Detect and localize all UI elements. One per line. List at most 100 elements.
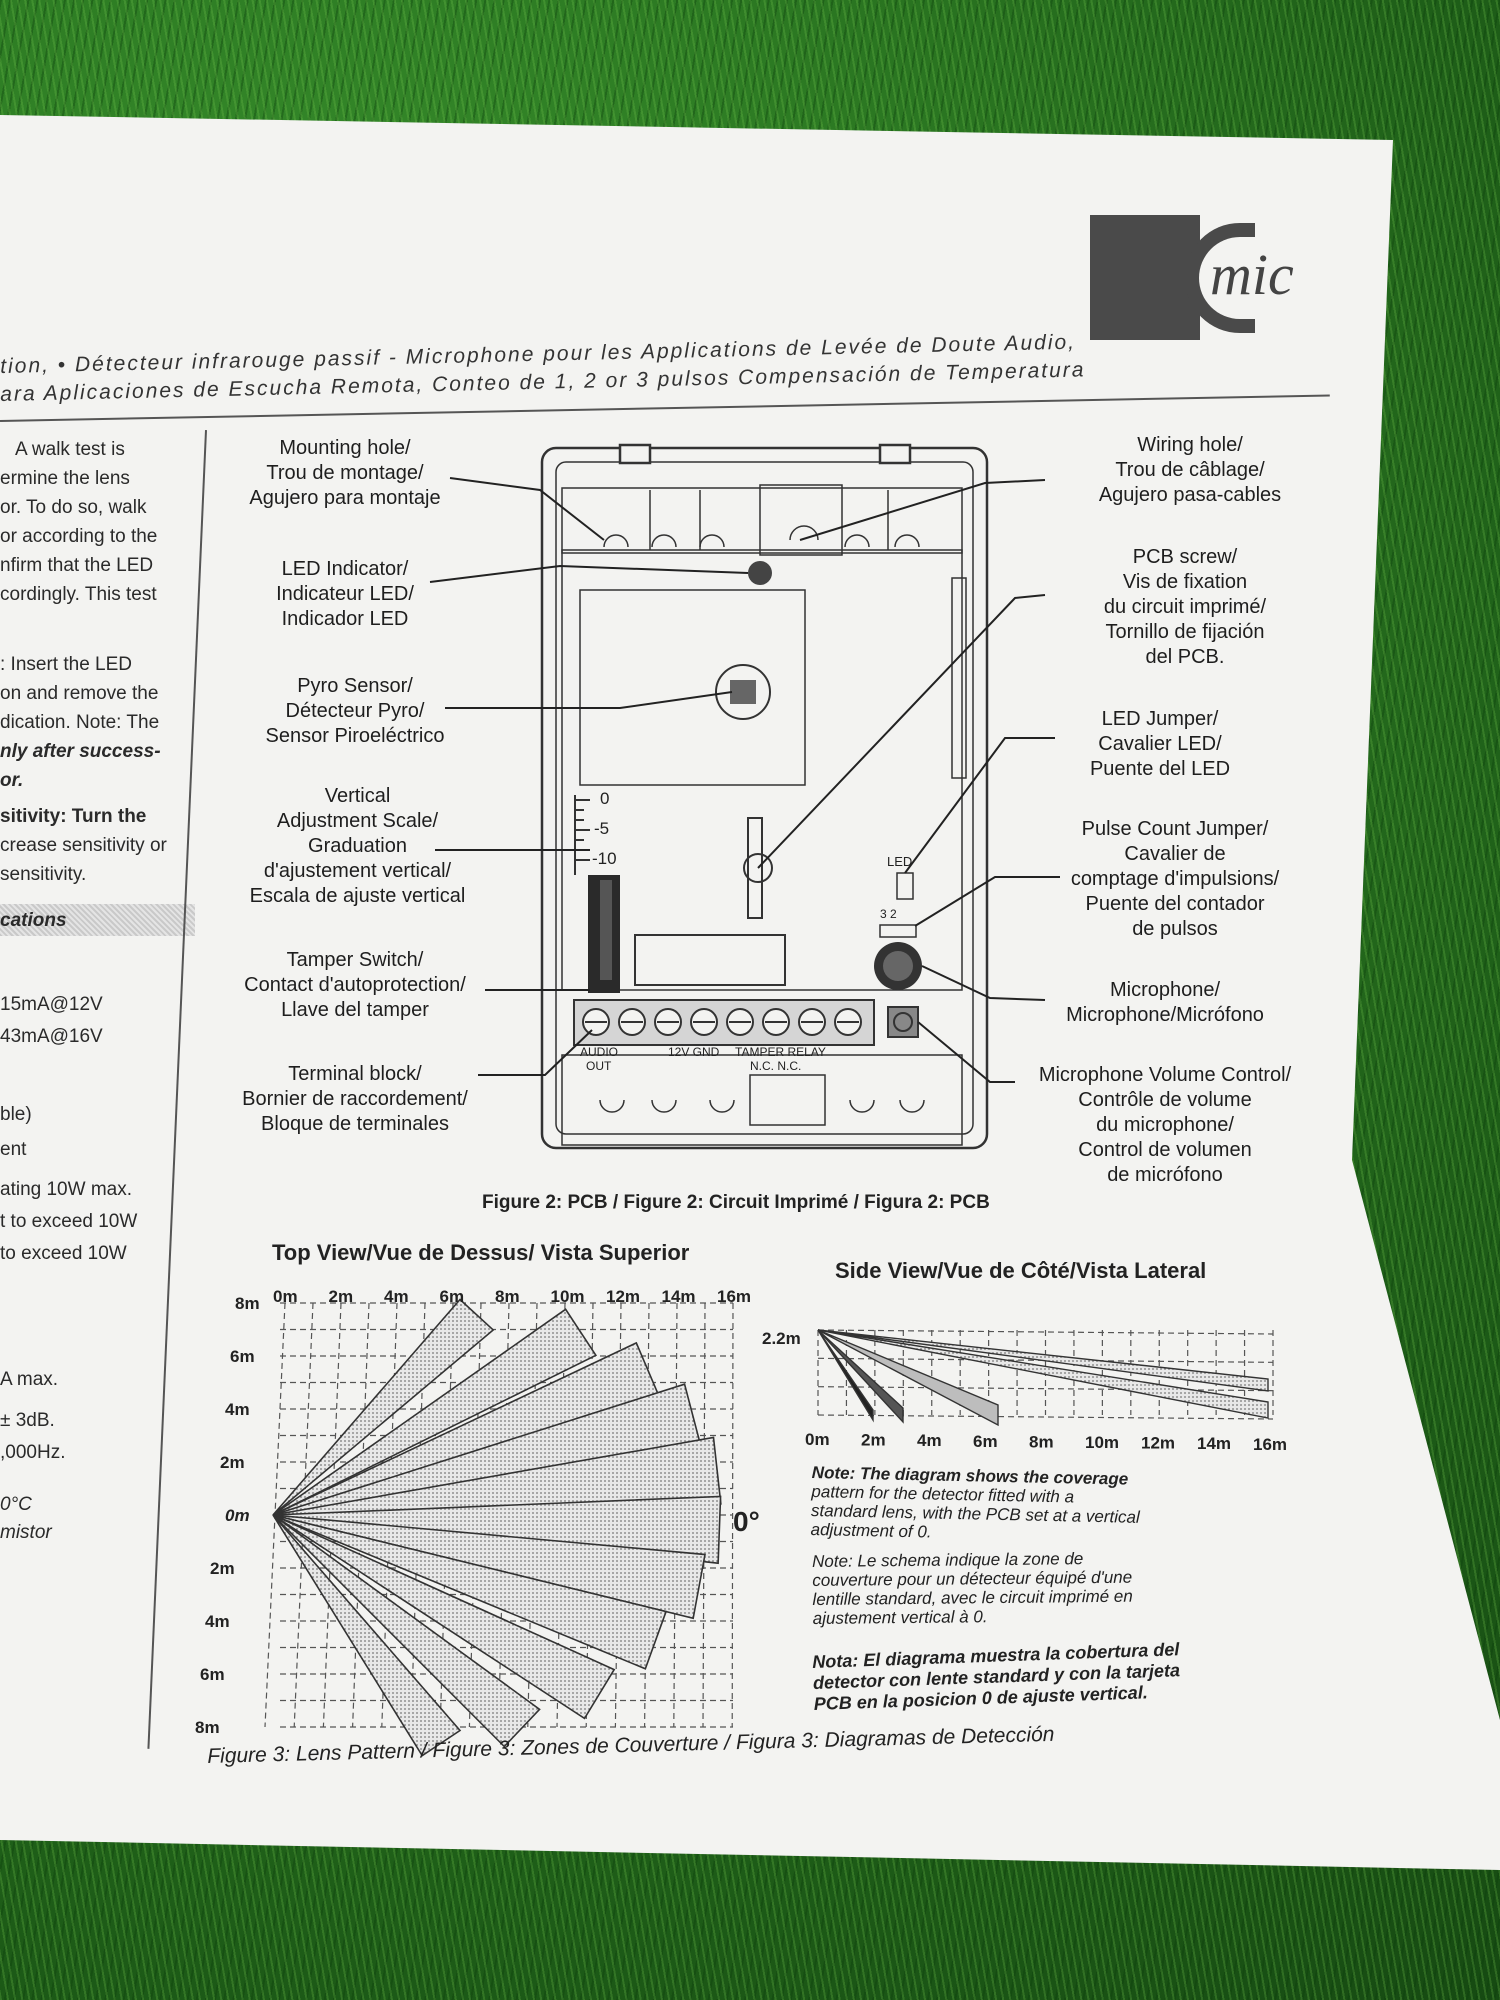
note-spanish: Nota: El diagrama muestra la cobertura d… <box>812 1639 1181 1714</box>
side-x-tick-label: 14m <box>1197 1434 1231 1453</box>
left-text: sitivity: Turn the <box>0 806 147 827</box>
coverage-beam <box>272 1514 668 1670</box>
side-x-tick-label: 16m <box>1253 1435 1287 1454</box>
label-microphone: Microphone/Microphone/Micrófono <box>1066 979 1264 1026</box>
grid-line <box>817 1357 1274 1363</box>
x-tick-label: 10m <box>551 1287 585 1306</box>
left-text: A walk test is <box>15 439 125 460</box>
board-tamper-text: TAMPER RELAY <box>735 1045 826 1059</box>
left-text: nly after success- <box>0 741 161 762</box>
x-tick-label: 0m <box>273 1287 298 1306</box>
section-band <box>0 904 195 936</box>
left-text: ermine the lens <box>0 468 130 489</box>
y-tick-label: 2m <box>210 1559 235 1578</box>
board-out-text: OUT <box>586 1059 612 1073</box>
bcmic-logo: BC mic <box>1090 215 1340 345</box>
x-tick-label: 14m <box>662 1287 696 1306</box>
x-tick-label: 6m <box>440 1287 465 1306</box>
left-text: ent <box>0 1139 27 1160</box>
scale-0: 0 <box>600 789 609 808</box>
logo-text: mic <box>1210 242 1294 307</box>
board-jumper-text: 3 2 <box>880 907 897 921</box>
y-tick-label: 4m <box>225 1400 250 1419</box>
left-text: or. To do so, walk <box>0 497 147 518</box>
y-tick-label: 8m <box>195 1718 220 1737</box>
left-text: dication. Note: The <box>0 712 160 733</box>
left-text: A max. <box>0 1369 59 1390</box>
height-label: 2.2m <box>762 1329 801 1348</box>
x-tick-label: 4m <box>384 1287 409 1306</box>
left-text: ± 3dB. <box>0 1410 55 1431</box>
side-x-tick-label: 0m <box>805 1430 830 1449</box>
grid-line <box>817 1414 1274 1420</box>
scale-10: -10 <box>592 849 617 868</box>
label-mic-volume: Microphone Volume Control/Contrôle de vo… <box>1038 1064 1292 1186</box>
left-text: or. <box>0 770 24 791</box>
y-tick-label: 6m <box>230 1347 255 1366</box>
board-gnd-text: 12V GND <box>668 1045 720 1059</box>
left-text: sensitivity. <box>0 864 87 885</box>
figure2-caption: Figure 2: PCB / Figure 2: Circuit Imprim… <box>482 1192 990 1213</box>
side-beam <box>817 1329 1269 1419</box>
side-x-tick-label: 2m <box>861 1431 886 1450</box>
y-tick-label: 6m <box>200 1665 225 1684</box>
left-text: 43mA@16V <box>0 1026 103 1047</box>
y-tick-label: 4m <box>205 1612 230 1631</box>
side-x-tick-label: 10m <box>1085 1433 1119 1452</box>
label-pyro-sensor: Pyro Sensor/Détecteur Pyro/Sensor Piroel… <box>265 675 445 747</box>
left-text: : Insert the LED <box>0 654 133 675</box>
left-text: or according to the <box>0 526 158 547</box>
label-terminal-block: Terminal block/Bornier de raccordement/B… <box>242 1063 468 1135</box>
left-text: ,000Hz. <box>0 1442 66 1463</box>
side-view-title: Side View/Vue de Côté/Vista Lateral <box>835 1258 1207 1283</box>
x-tick-label: 12m <box>606 1287 640 1306</box>
side-x-tick-label: 8m <box>1029 1432 1054 1451</box>
left-text: ating 10W max. <box>0 1179 132 1200</box>
label-mounting-hole: Mounting hole/Trou de montage/Agujero pa… <box>249 437 441 509</box>
left-text: to exceed 10W <box>0 1243 127 1264</box>
left-text: on and remove the <box>0 683 159 704</box>
side-x-tick-label: 6m <box>973 1432 998 1451</box>
left-text: nfirm that the LED <box>0 555 154 576</box>
left-text: cordingly. This test <box>0 584 157 605</box>
label-wiring-hole: Wiring hole/Trou de câblage/Agujero pasa… <box>1098 434 1282 506</box>
x-tick-label: 16m <box>717 1287 751 1306</box>
board-led-text: LED <box>887 854 912 869</box>
scale-5: -5 <box>594 819 609 838</box>
coverage-beam <box>272 1514 541 1748</box>
left-text: ble) <box>0 1104 32 1125</box>
grid-line <box>817 1386 1274 1392</box>
side-beam <box>817 1329 999 1427</box>
x-tick-label: 2m <box>329 1287 354 1306</box>
board-nc-text: N.C. N.C. <box>750 1059 801 1073</box>
y-tick-label: 8m <box>235 1294 260 1313</box>
side-beam <box>817 1329 1269 1392</box>
label-led-jumper: LED Jumper/Cavalier LED/Puente del LED <box>1089 708 1231 780</box>
grid-line <box>817 1329 1274 1335</box>
side-beam <box>817 1329 874 1423</box>
section-title: cations <box>0 910 67 931</box>
left-text: crease sensitivity or <box>0 835 167 856</box>
left-text: 0°C <box>0 1494 32 1515</box>
left-text: mistor <box>0 1522 52 1543</box>
left-text: 15mA@12V <box>0 994 103 1015</box>
x-tick-label: 8m <box>495 1287 520 1306</box>
zero-degree-label: 0° <box>733 1506 760 1537</box>
label-tamper-switch: Tamper Switch/Contact d'autoprotection/L… <box>244 949 466 1021</box>
y-tick-label: 0m <box>225 1506 250 1525</box>
coverage-beam <box>272 1308 598 1516</box>
side-x-tick-label: 12m <box>1141 1434 1175 1453</box>
y-tick-label: 2m <box>220 1453 245 1472</box>
top-view-title: Top View/Vue de Dessus/ Vista Superior <box>272 1240 690 1265</box>
side-x-tick-label: 4m <box>917 1431 942 1450</box>
board-audio-text: AUDIO <box>580 1045 618 1059</box>
